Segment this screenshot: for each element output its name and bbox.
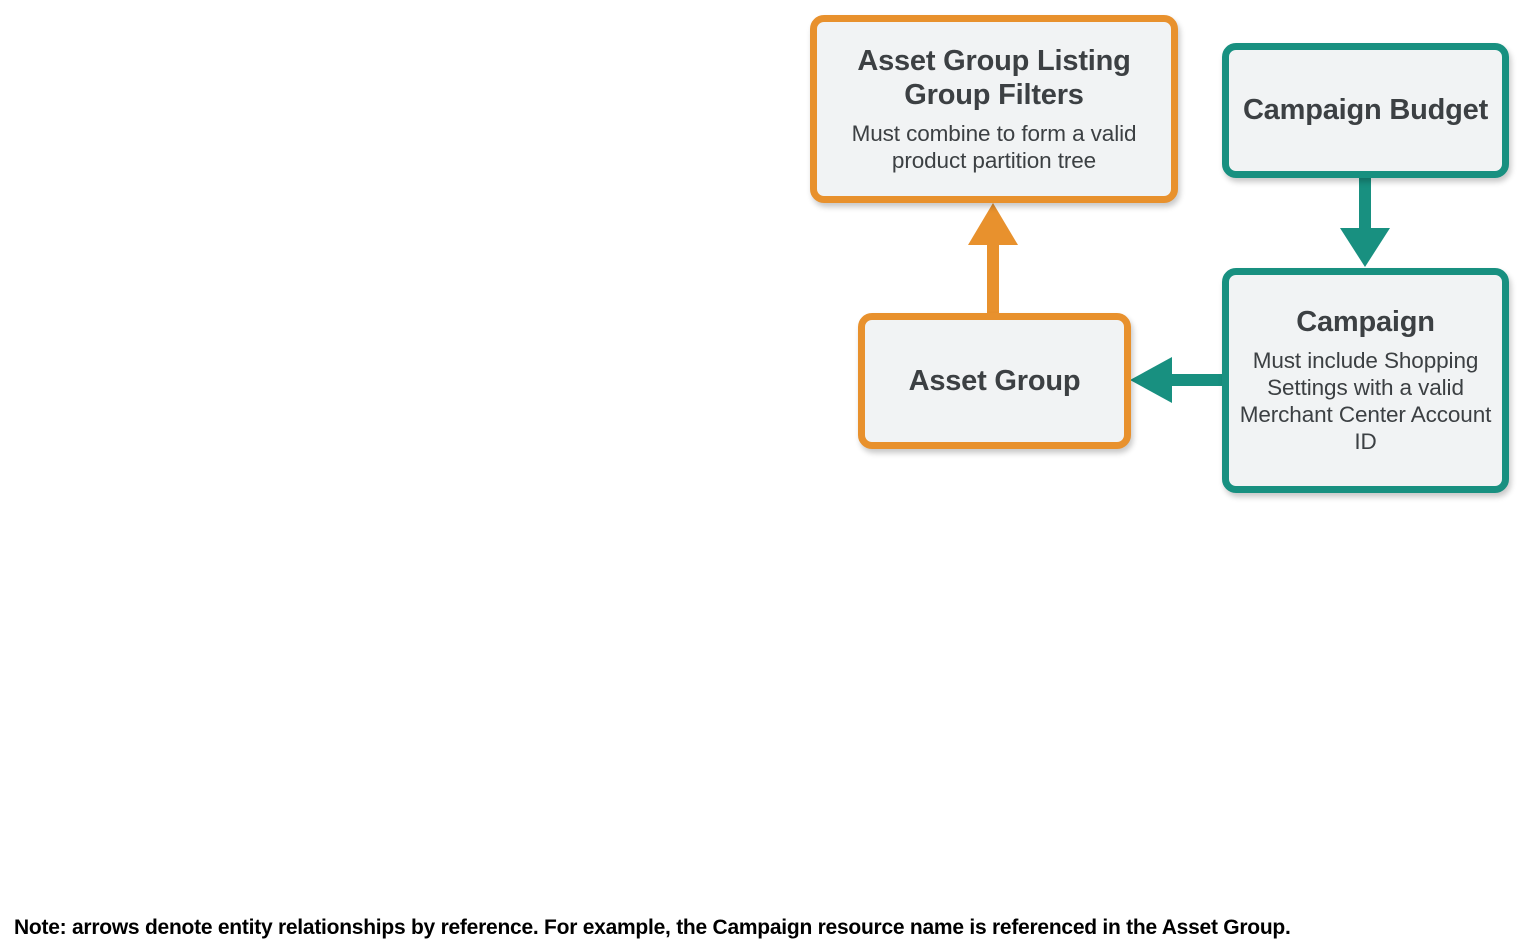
edge-asset-group-to-filters	[968, 203, 1018, 315]
edge-campaign-budget-to-campaign	[1340, 176, 1390, 267]
edge-campaign-to-asset-group	[1130, 357, 1226, 403]
node-title: Campaign	[1296, 306, 1435, 339]
node-campaign-budget[interactable]: Campaign Budget	[1222, 43, 1509, 178]
node-campaign[interactable]: Campaign Must include Shopping Settings …	[1222, 268, 1509, 493]
node-title: Campaign Budget	[1242, 94, 1489, 127]
node-asset-group[interactable]: Asset Group	[858, 313, 1131, 449]
node-asset-group-listing-group-filters[interactable]: Asset Group Listing Group Filters Must c…	[810, 15, 1178, 203]
diagram-note: Note: arrows denote entity relationships…	[14, 916, 1291, 939]
node-subtitle: Must include Shopping Settings with a va…	[1239, 347, 1492, 455]
node-subtitle: Must combine to form a valid product par…	[851, 120, 1137, 173]
node-title: Asset Group	[908, 364, 1081, 397]
node-title: Asset Group Listing Group Filters	[857, 45, 1131, 112]
